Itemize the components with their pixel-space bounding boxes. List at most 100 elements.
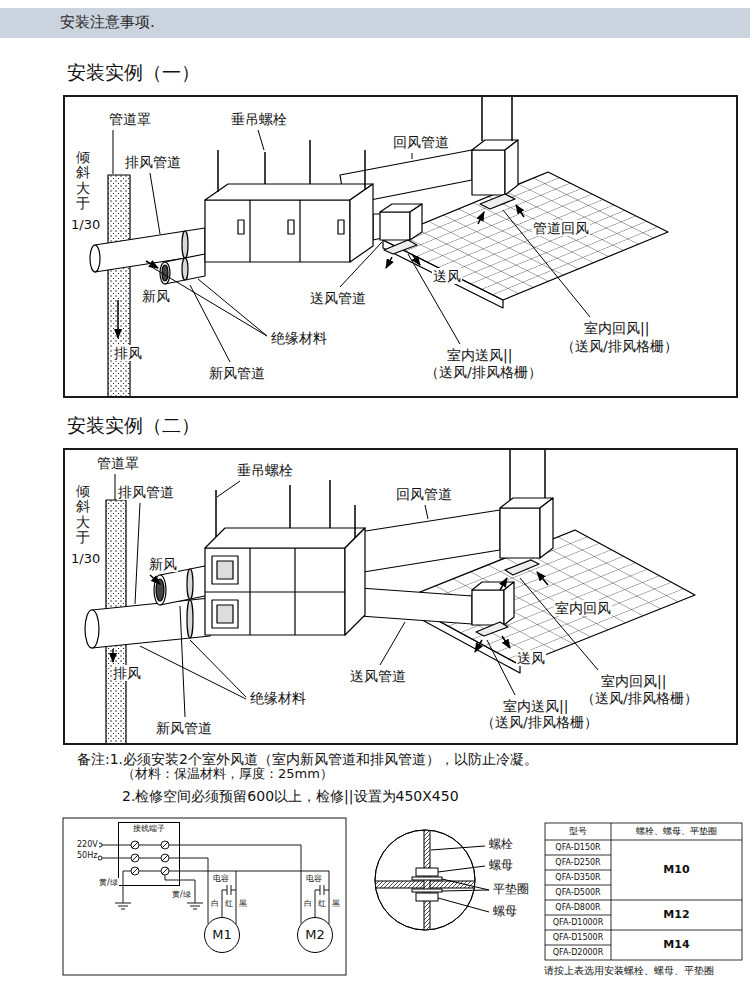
callout-label: 新风管道 [208, 365, 266, 381]
motor-label: M1 [212, 928, 232, 943]
duct-illustration [205, 184, 373, 200]
duct-illustration [540, 498, 553, 558]
callout-label: 管道罩 [108, 111, 152, 127]
slope-note: 1/30 [70, 552, 101, 567]
callout-label: 送风 [516, 650, 546, 666]
callout-label: （送风/排风格栅） [424, 364, 543, 380]
table-cell: QFA-D350R [554, 873, 601, 882]
motor-label: M2 [305, 928, 325, 943]
duct-illustration [205, 528, 365, 548]
leader-line [412, 153, 413, 159]
bolt-detail [416, 893, 438, 901]
table-cell: M10 [662, 864, 690, 877]
airflow-arrow [500, 578, 507, 590]
callout-label: 室内回风|| [600, 673, 667, 689]
bolt-part-label: 平垫圈 [492, 883, 530, 897]
callout-label: 室内送风|| [502, 698, 569, 714]
note-text: （材料：保温材料，厚度：25mm） [121, 767, 334, 782]
bolt-detail [412, 877, 442, 880]
duct-illustration [472, 590, 504, 625]
leader-line [380, 622, 405, 665]
duct-illustration [410, 204, 422, 240]
duct-illustration [510, 450, 545, 500]
wire-label: 黄/绿 [171, 890, 192, 899]
table-cell: QFA-D1500R [552, 933, 604, 942]
duct-illustration [482, 97, 512, 141]
leader-line [135, 503, 140, 604]
wiring-diagram [165, 875, 195, 903]
table-cell: QFA-D2000R [552, 948, 604, 957]
callout-label: 室内回风|| [583, 320, 650, 336]
terminal-block: 接线端子 [118, 822, 180, 886]
bolt-part-label: 螺栓 [488, 838, 514, 852]
callout-label: （送风/排风格栅） [580, 690, 699, 706]
duct-illustration [85, 610, 99, 648]
wiring-diagram [139, 845, 161, 871]
airflow-arrow [502, 636, 510, 648]
callout-label: 室内回风 [554, 600, 612, 616]
duct-illustration [212, 600, 238, 628]
duct-illustration [360, 588, 472, 624]
slope-note: 倾斜大于 [76, 150, 90, 212]
wiring-diagram [222, 885, 236, 895]
wire-label: 黑 [238, 899, 248, 908]
duct-illustration [205, 548, 345, 635]
bolt-detail [431, 846, 489, 912]
callout-label: 新风 [148, 556, 178, 572]
wiring-diagram [102, 845, 131, 858]
callout-label: 绝缘材料 [270, 330, 328, 346]
duct-illustration [92, 598, 210, 648]
terminal-label: 接线端子 [132, 825, 166, 834]
bolt-size-table [545, 823, 742, 960]
wiring-diagram [123, 871, 131, 903]
note-text: 2.检修空间必须预留600以上，检修||设置为450X450 [121, 788, 460, 804]
callout-label: 垂吊螺栓 [236, 462, 294, 478]
leader-line [113, 130, 114, 174]
duct-illustration [108, 175, 130, 397]
duct-illustration [383, 172, 668, 300]
duct-illustration [345, 528, 365, 635]
leader-line [190, 285, 230, 362]
leader-line [425, 505, 428, 519]
wiring-diagram [180, 871, 329, 924]
duct-illustration [250, 200, 300, 262]
callout-label: 绝缘材料 [249, 690, 307, 706]
airflow-arrow [478, 212, 484, 224]
duct-illustration [288, 220, 294, 234]
callout-label: （送风/排风格栅） [560, 338, 679, 354]
leader-line [340, 242, 382, 287]
table-cell: 螺栓、螺母、平垫圈 [635, 826, 718, 836]
bolt-detail [412, 889, 442, 892]
leader-line [115, 474, 116, 500]
leader-line [150, 173, 160, 234]
table-cell: 型号 [568, 826, 588, 836]
wire-label: 白 [210, 899, 220, 908]
wire-label: 白 [303, 899, 313, 908]
wire-label: 50Hz [76, 851, 98, 860]
duct-illustration [338, 220, 344, 234]
table-cell: QFA-D1000R [552, 918, 604, 927]
wiring-diagram [132, 842, 168, 874]
duct-illustration [217, 605, 233, 623]
table-cell: QFA-D250R [554, 858, 601, 867]
callout-label: （送风/排风格栅） [480, 714, 599, 730]
duct-illustration [350, 184, 373, 262]
duct-illustration [187, 569, 193, 599]
duct-illustration [238, 220, 244, 234]
callout-label: 回风管道 [395, 486, 453, 502]
bolt-detail [375, 825, 475, 935]
wire-label: 220V [76, 840, 99, 849]
callout-label: 送风管道 [309, 290, 367, 306]
duct-illustration [187, 600, 193, 638]
callout-label: 排风 [112, 665, 142, 681]
duct-illustration [162, 265, 168, 281]
duct-illustration [218, 140, 365, 192]
duct-illustration [205, 548, 345, 635]
table-cell: M12 [662, 909, 690, 922]
callout-label: 排风 [113, 345, 143, 361]
wiring-diagram [98, 856, 102, 860]
airflow-arrow [386, 257, 392, 268]
callout-label: 新风 [141, 288, 171, 304]
callout-label: 送风管道 [349, 668, 407, 684]
note-text: 备注:1.必须安装2个室外风道（室内新风管道和排风管道），以防止冷凝。 [76, 751, 539, 767]
